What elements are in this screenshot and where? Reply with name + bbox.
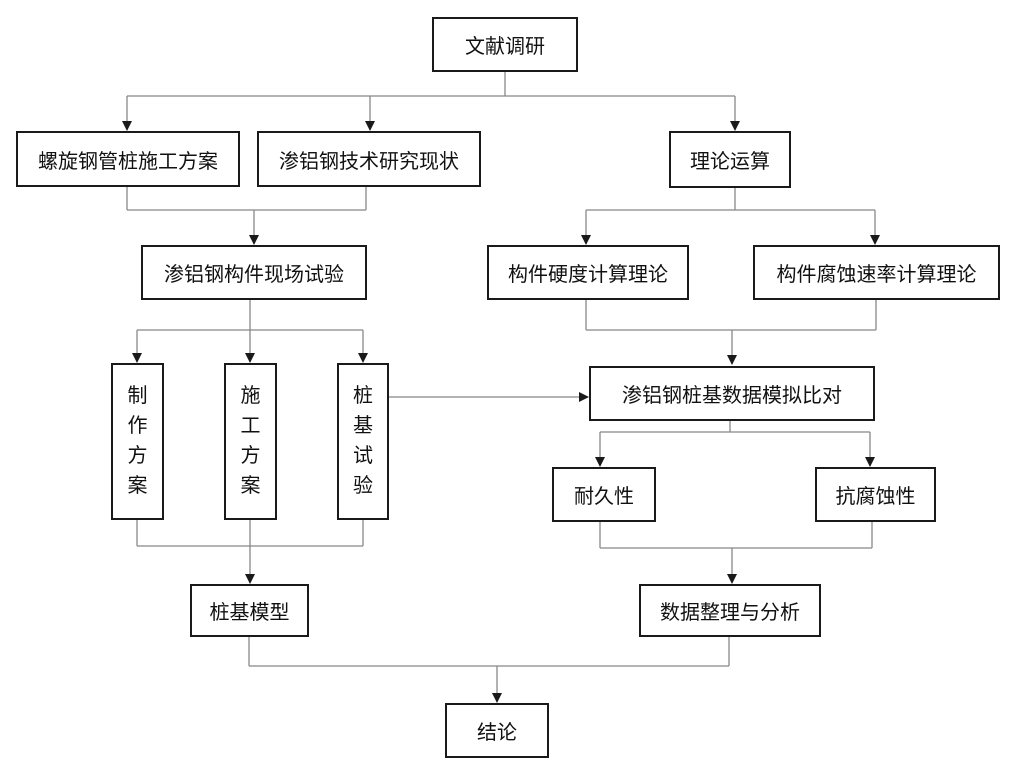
node-alu-steel-status: 渗铝钢技术研究现状 <box>257 131 481 187</box>
node-label: 构件硬度计算理论 <box>508 262 668 286</box>
node-char: 工 <box>240 412 261 437</box>
node-char: 案 <box>127 472 148 497</box>
node-char: 桩 <box>353 382 373 407</box>
node-char: 案 <box>240 472 261 497</box>
node-label: 渗铝钢技术研究现状 <box>279 148 459 173</box>
node-char: 验 <box>353 472 373 497</box>
node-char: 基 <box>353 412 373 437</box>
node-char: 施 <box>240 382 261 407</box>
node-fabrication-plan: 制 作 方 案 <box>111 363 164 520</box>
node-hardness-theory: 构件硬度计算理论 <box>487 245 689 300</box>
node-char: 试 <box>353 442 373 467</box>
node-conclusion: 结论 <box>445 703 549 758</box>
node-pile-model: 桩基模型 <box>190 584 309 637</box>
node-label: 构件腐蚀速率计算理论 <box>776 262 977 286</box>
node-label: 渗铝钢桩基数据模拟比对 <box>622 383 842 407</box>
node-construction-plan: 施 工 方 案 <box>224 363 277 520</box>
node-label: 螺旋钢管桩施工方案 <box>38 148 218 173</box>
node-char: 方 <box>240 442 261 467</box>
node-corrosion-resistance: 抗腐蚀性 <box>815 467 936 522</box>
node-label: 理论运算 <box>690 149 770 173</box>
node-field-test: 渗铝钢构件现场试验 <box>141 245 367 300</box>
node-label: 文献调研 <box>465 34 545 58</box>
node-label: 数据整理与分析 <box>660 600 800 624</box>
node-pile-test: 桩 基 试 验 <box>337 363 389 520</box>
node-spiral-pile-plan: 螺旋钢管桩施工方案 <box>16 131 240 187</box>
node-pile-data-compare: 渗铝钢桩基数据模拟比对 <box>589 366 875 421</box>
node-label: 桩基模型 <box>209 600 290 624</box>
node-theory-calc: 理论运算 <box>669 131 791 188</box>
node-label: 抗腐蚀性 <box>835 484 916 508</box>
node-data-analysis: 数据整理与分析 <box>639 584 821 637</box>
node-label: 耐久性 <box>574 484 634 508</box>
node-label: 渗铝钢构件现场试验 <box>164 262 344 286</box>
node-durability: 耐久性 <box>552 467 656 522</box>
node-char: 方 <box>127 442 148 467</box>
node-char: 制 <box>127 382 148 407</box>
node-corrosion-rate-theory: 构件腐蚀速率计算理论 <box>753 245 1000 300</box>
node-label: 结论 <box>477 720 517 744</box>
node-literature-review: 文献调研 <box>432 17 578 72</box>
node-char: 作 <box>127 412 148 437</box>
